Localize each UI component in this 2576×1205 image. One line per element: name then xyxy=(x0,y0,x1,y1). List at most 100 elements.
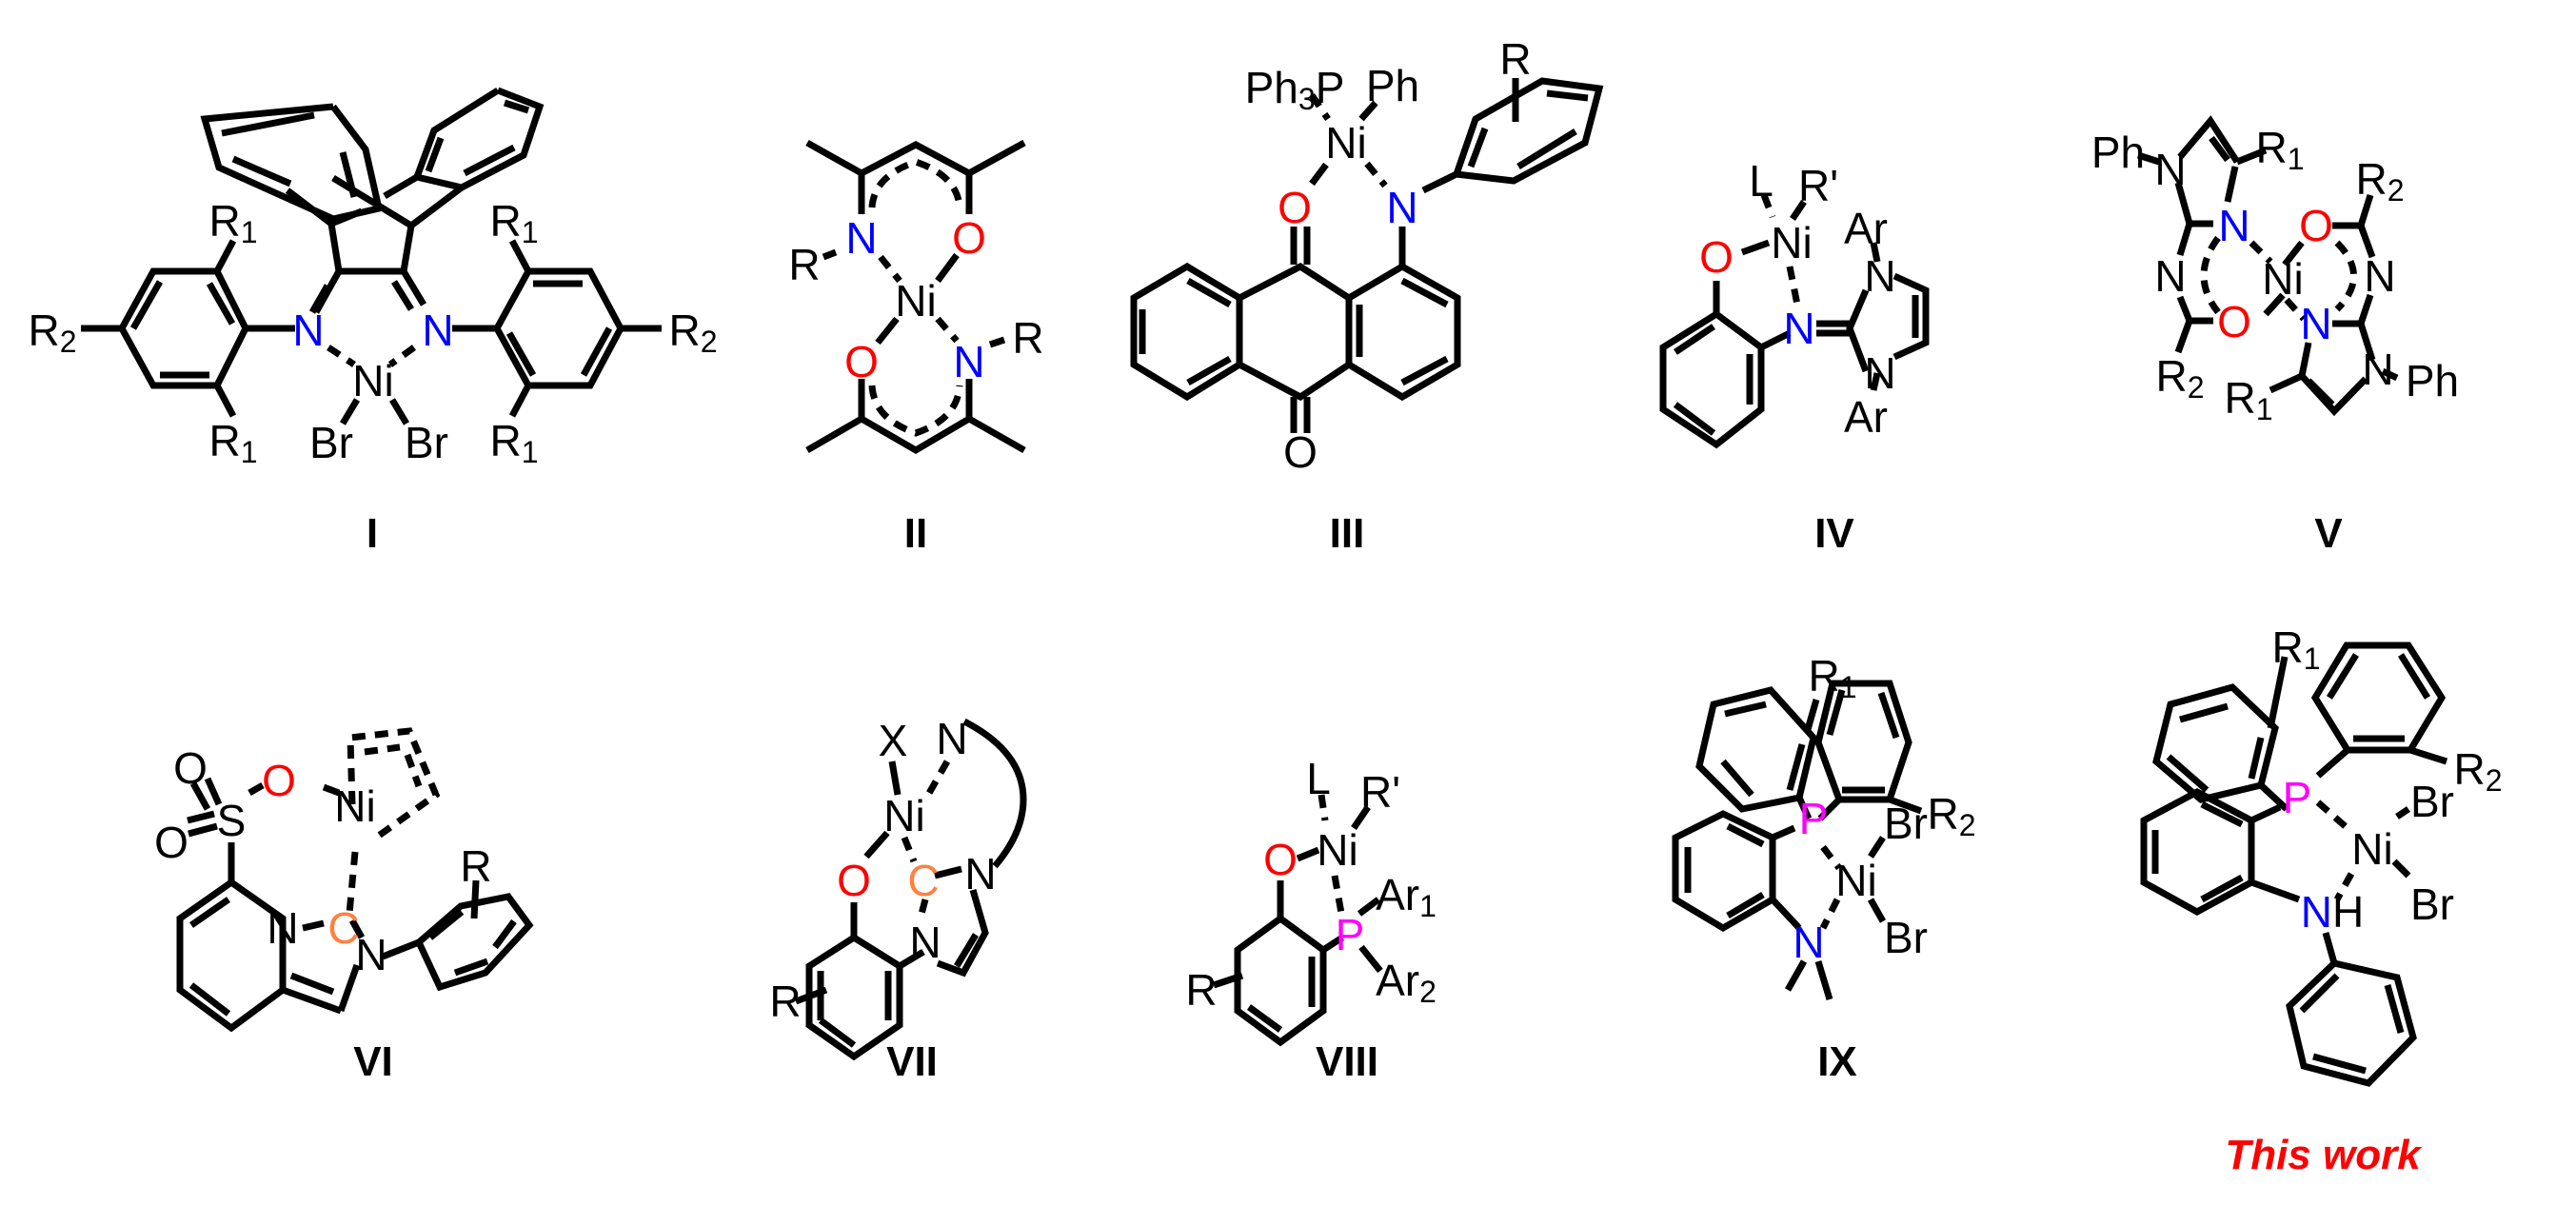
atom-br: Br xyxy=(1884,799,1928,848)
atom-n: N xyxy=(845,213,877,263)
substituent-r1: R1 xyxy=(489,196,538,249)
substituent-r1: R1 xyxy=(208,416,257,469)
atom-n: N xyxy=(953,337,984,386)
structure-IX: P Ni Br Br N R1 R2 IX xyxy=(1672,651,1976,1085)
atom-n: N xyxy=(355,930,386,979)
atom-o: O xyxy=(2217,297,2251,346)
substituent-r2: R2 xyxy=(1927,789,1975,842)
atom-o: O xyxy=(1283,427,1318,477)
substituent-ar2: Ar2 xyxy=(1376,956,1437,1009)
structure-I: N N Ni Br Br R1 R1 R1 R1 R2 R2 I xyxy=(28,87,718,557)
ligand-l: L xyxy=(1306,754,1331,803)
ligand-x: X xyxy=(879,716,908,765)
atom-ni: Ni xyxy=(334,781,375,831)
atom-n: N xyxy=(2362,345,2393,394)
atom-n: N xyxy=(1793,918,1824,967)
atom-o: O xyxy=(173,743,208,793)
atom-ni: Ni xyxy=(1835,856,1876,905)
atom-n: N xyxy=(422,306,453,355)
ligand-ph: Ph xyxy=(1366,61,1419,110)
atom-n: N xyxy=(964,849,996,899)
structure-label: IX xyxy=(1817,1038,1857,1085)
atom-n: N xyxy=(1864,251,1895,301)
atom-ni: Ni xyxy=(2351,824,2392,874)
atom-p: P xyxy=(2283,773,2312,822)
atom-o: O xyxy=(2299,201,2333,250)
substituent-r: R xyxy=(1012,313,1043,363)
atom-o: O xyxy=(154,818,188,867)
structure-V: Ph N N N O Ni O N N N Ph R1 R1 R2 R2 V xyxy=(2091,115,2459,557)
substituent-r1: R1 xyxy=(1808,651,1856,704)
atom-n: N xyxy=(2300,299,2331,348)
atom-o: O xyxy=(262,756,296,805)
substituent-r1: R1 xyxy=(2224,373,2272,426)
atom-nh: NH xyxy=(2301,887,2364,937)
substituent-r1: R1 xyxy=(208,196,257,249)
substituent-r2: R2 xyxy=(2155,351,2204,405)
atom-n: N xyxy=(909,918,941,967)
atom-n: N xyxy=(267,903,298,953)
atom-n: N xyxy=(2218,201,2249,250)
substituent-r: R xyxy=(460,841,491,891)
substituent-ar1: Ar1 xyxy=(1376,870,1437,923)
atom-ni: Ni xyxy=(895,276,936,326)
structure-II: N O Ni O N R R II xyxy=(788,139,1044,557)
substituent-ar: Ar xyxy=(1844,204,1888,253)
atom-p: P xyxy=(1799,794,1829,843)
atom-carbene-c: C xyxy=(907,856,939,905)
atom-n: N xyxy=(2154,251,2186,301)
substituent-r: R xyxy=(1185,965,1217,1015)
atom-ni: Ni xyxy=(883,791,924,840)
atom-br: Br xyxy=(1884,913,1928,962)
ligand-ph3p: Ph3P xyxy=(1245,63,1345,116)
structure-label: III xyxy=(1330,510,1365,557)
atom-o: O xyxy=(952,213,986,263)
substituent-r2: R2 xyxy=(2355,154,2404,207)
atom-n: N xyxy=(1783,304,1814,353)
substituent-ph: Ph xyxy=(2406,356,2459,405)
structure-label: V xyxy=(2314,510,2343,557)
atom-br: Br xyxy=(2410,777,2454,826)
ligand-l: L xyxy=(1749,156,1773,206)
atom-ni: Ni xyxy=(1325,118,1366,168)
this-work-label: This work xyxy=(2225,1132,2423,1178)
substituent-ph: Ph xyxy=(2091,128,2145,177)
atom-o: O xyxy=(1263,835,1298,884)
atom-ni: Ni xyxy=(1771,218,1812,267)
atom-n: N xyxy=(936,714,967,763)
structure-label: IV xyxy=(1814,510,1854,557)
atom-n: N xyxy=(2364,251,2395,301)
structure-VII: X N Ni O C N N R VII xyxy=(769,714,1027,1085)
structure-VI: O O S O Ni N C N R VI xyxy=(154,727,534,1085)
atom-o: O xyxy=(1278,183,1312,232)
atom-ni: Ni xyxy=(1317,825,1357,875)
structure-III: Ph3P Ph Ni O N O R III xyxy=(1130,34,1604,557)
ligand-r-prime: R' xyxy=(1798,161,1838,210)
atom-br: Br xyxy=(405,418,448,467)
atom-n: N xyxy=(2154,145,2186,194)
atom-ni: Ni xyxy=(352,356,393,405)
substituent-ar: Ar xyxy=(1844,392,1888,442)
substituent-r: R xyxy=(1499,34,1531,84)
atom-o: O xyxy=(1699,232,1734,282)
substituent-r2: R2 xyxy=(2453,744,2502,798)
substituent-r2: R2 xyxy=(668,306,717,359)
structure-IV: L R' Ni O N N N Ar Ar IV xyxy=(1659,156,1930,557)
atom-ni: Ni xyxy=(2262,254,2303,304)
substituent-r2: R2 xyxy=(28,306,76,359)
atom-br: Br xyxy=(309,418,353,467)
structure-label: VII xyxy=(886,1038,938,1085)
atom-o: O xyxy=(837,856,871,905)
atom-p: P xyxy=(1336,910,1365,959)
atom-o: O xyxy=(844,337,879,386)
structure-this-work: P Ni Br Br NH R1 R2 This work xyxy=(2140,622,2503,1178)
structure-label: II xyxy=(904,510,927,557)
substituent-r: R xyxy=(769,977,801,1026)
substituent-r: R xyxy=(788,240,820,289)
substituent-r1: R1 xyxy=(489,416,538,469)
structure-label: I xyxy=(367,510,378,557)
substituent-r1: R1 xyxy=(2255,123,2304,176)
atom-n: N xyxy=(292,306,324,355)
structure-VIII: L R' Ni O P Ar1 Ar2 R VIII xyxy=(1185,754,1437,1085)
